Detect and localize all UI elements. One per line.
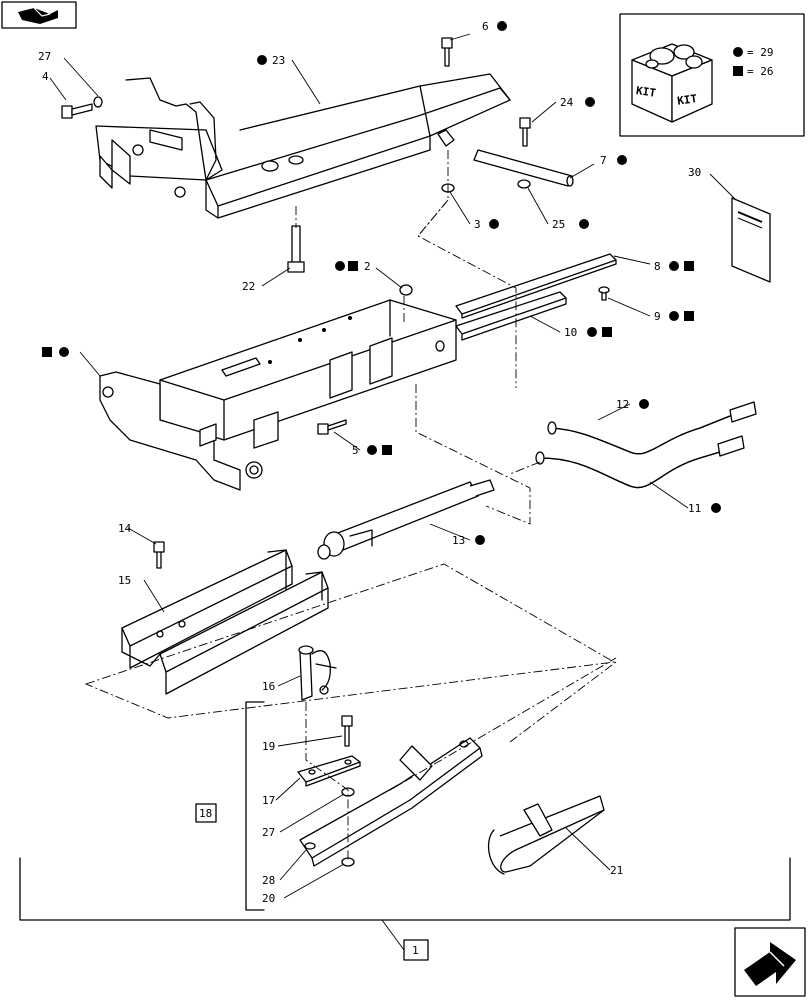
circle-marker-icon (617, 155, 627, 165)
circle-marker-icon (257, 55, 267, 65)
callout-14: 14 (118, 522, 132, 535)
bolt-24 (519, 117, 531, 147)
callout-21: 21 (610, 864, 623, 877)
forward-button[interactable] (734, 927, 806, 997)
circle-marker-icon (669, 261, 679, 271)
bolt-5 (317, 419, 347, 435)
square-marker-icon (348, 261, 358, 271)
legend-square-text: = 26 (747, 65, 774, 78)
callout-17: 17 (262, 794, 275, 807)
clamp-plate-17 (297, 755, 361, 787)
tow-hook-part (487, 795, 605, 875)
callout-27-bottom: 27 (262, 826, 275, 839)
square-marker-icon (382, 445, 392, 455)
bolt-19 (341, 715, 353, 747)
callout-1: 1 (412, 944, 419, 957)
back-arrow-icon (18, 7, 58, 24)
callout-10: 10 (564, 326, 577, 339)
bolt-22 (287, 225, 305, 273)
group-bracket-1 (19, 857, 791, 951)
circle-marker-icon (733, 47, 743, 57)
callout-2: 2 (364, 260, 371, 273)
callout-7: 7 (600, 154, 607, 167)
callout-4: 4 (42, 70, 49, 83)
bolt-6 (441, 37, 453, 67)
drawbar-28 (299, 737, 483, 867)
bolt-14 (153, 541, 165, 569)
circle-marker-icon (639, 399, 649, 409)
bolt-27-and-4 (61, 96, 103, 119)
callout-13: 13 (452, 534, 465, 547)
callout-6: 6 (482, 20, 489, 33)
callout-27-top: 27 (38, 50, 51, 63)
kit-text-right: KIT (676, 92, 698, 108)
callout-22: 22 (242, 280, 255, 293)
group-bracket-18 (245, 701, 265, 911)
callout-23: 23 (272, 54, 285, 67)
circle-marker-icon (587, 327, 597, 337)
circle-marker-icon (497, 21, 507, 31)
nut-2 (399, 284, 413, 296)
manual-booklet-part (731, 197, 771, 283)
callout-18: 18 (199, 807, 212, 820)
alignment-lines (84, 150, 617, 860)
circle-marker-icon (711, 503, 721, 513)
callout-19: 19 (262, 740, 275, 753)
callout-8: 8 (654, 260, 661, 273)
callout-30: 30 (688, 166, 701, 179)
lynch-pin-part (298, 645, 337, 701)
callout-20: 20 (262, 892, 275, 905)
callout-3: 3 (474, 218, 481, 231)
drawbar-guide-part (121, 549, 329, 695)
circle-marker-icon (335, 261, 345, 271)
lower-main-frame-part (99, 299, 457, 491)
forward-arrow-icon (744, 942, 796, 986)
callout-labels: 27 4 23 6 24 7 30 3 25 22 2 8 9 10 5 (38, 20, 721, 961)
slide-strip-10 (455, 291, 567, 341)
slide-strip-8 (455, 253, 617, 319)
square-marker-icon (684, 261, 694, 271)
circle-marker-icon (585, 97, 595, 107)
callout-24: 24 (560, 96, 574, 109)
square-marker-icon (602, 327, 612, 337)
kit-text-left: KIT (635, 84, 657, 100)
callout-5: 5 (352, 444, 359, 457)
square-marker-icon (684, 311, 694, 321)
square-marker-icon (733, 66, 743, 76)
kit-box-icon (631, 43, 713, 123)
kit-legend: KIT KIT = 29 = 26 (619, 13, 805, 137)
screw-9 (598, 286, 610, 301)
circle-marker-icon (579, 219, 589, 229)
legend-circle-text: = 29 (747, 46, 774, 59)
circle-marker-icon (489, 219, 499, 229)
circle-marker-icon (669, 311, 679, 321)
callout-16: 16 (262, 680, 275, 693)
callout-12: 12 (616, 398, 629, 411)
square-marker-icon (42, 347, 52, 357)
leader-lines (49, 33, 737, 899)
pin-7 (473, 149, 574, 187)
circle-marker-icon (475, 535, 485, 545)
callout-28: 28 (262, 874, 275, 887)
hydraulic-hose-11 (535, 435, 745, 489)
callout-11: 11 (688, 502, 701, 515)
back-button[interactable] (1, 1, 77, 29)
callout-15: 15 (118, 574, 131, 587)
nut-25 (517, 179, 531, 189)
hydraulic-cylinder-part (317, 479, 495, 560)
circle-marker-icon (367, 445, 377, 455)
upper-support-frame-part (95, 73, 511, 219)
circle-marker-icon (59, 347, 69, 357)
callout-9: 9 (654, 310, 661, 323)
callout-25: 25 (552, 218, 565, 231)
hydraulic-hose-12 (547, 401, 757, 455)
